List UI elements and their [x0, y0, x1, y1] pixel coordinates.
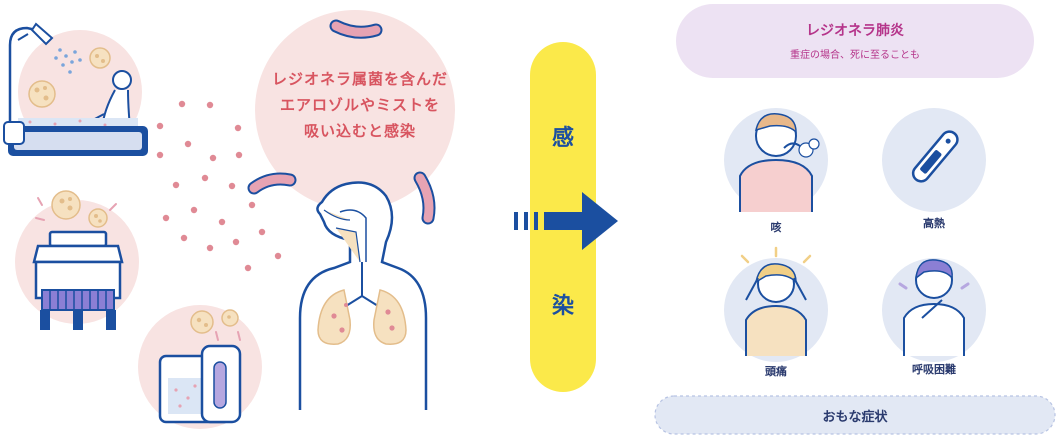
- cooling-tower-illustration: [15, 190, 139, 330]
- humidifier-illustration: [138, 305, 262, 429]
- disease-title: レジオネラ肺炎: [806, 23, 904, 39]
- infection-line-1: レジオネラ属菌を含んだ: [271, 70, 448, 88]
- thermometer-icon: [911, 130, 959, 183]
- infection-description: レジオネラ属菌を含んだ エアロゾルやミストを 吸い込むと感染: [240, 66, 480, 144]
- infection-line-2: エアロゾルやミストを: [279, 96, 440, 114]
- symptom-label-cough: 咳: [770, 221, 782, 234]
- infection-bubble: [255, 10, 455, 210]
- coughing-person-icon: [739, 113, 820, 212]
- symptom-label-headache: 頭痛: [765, 365, 787, 378]
- symptom-label-fever: 高熱: [923, 217, 945, 230]
- disease-subtitle: 重症の場合、死に至ることも: [790, 50, 920, 61]
- main-symptoms-label: おもな症状: [822, 410, 888, 425]
- human-respiratory-illustration: [298, 181, 428, 410]
- banner-char-2: 染: [551, 294, 574, 319]
- arrow-right-icon: [514, 192, 618, 250]
- bacteria-icon: [247, 19, 436, 225]
- disease-box: [676, 4, 1034, 78]
- banner-char-1: 感: [551, 126, 574, 151]
- main-symptoms-box: [654, 395, 1056, 435]
- dyspnea-person-icon: [898, 259, 970, 356]
- aerosol-dots: [156, 100, 282, 272]
- headache-person-icon: [740, 246, 812, 356]
- infection-line-3: 吸い込むと感染: [303, 122, 416, 140]
- bathtub-illustration: [3, 22, 148, 156]
- symptom-label-dyspnea: 呼吸困難: [912, 363, 956, 376]
